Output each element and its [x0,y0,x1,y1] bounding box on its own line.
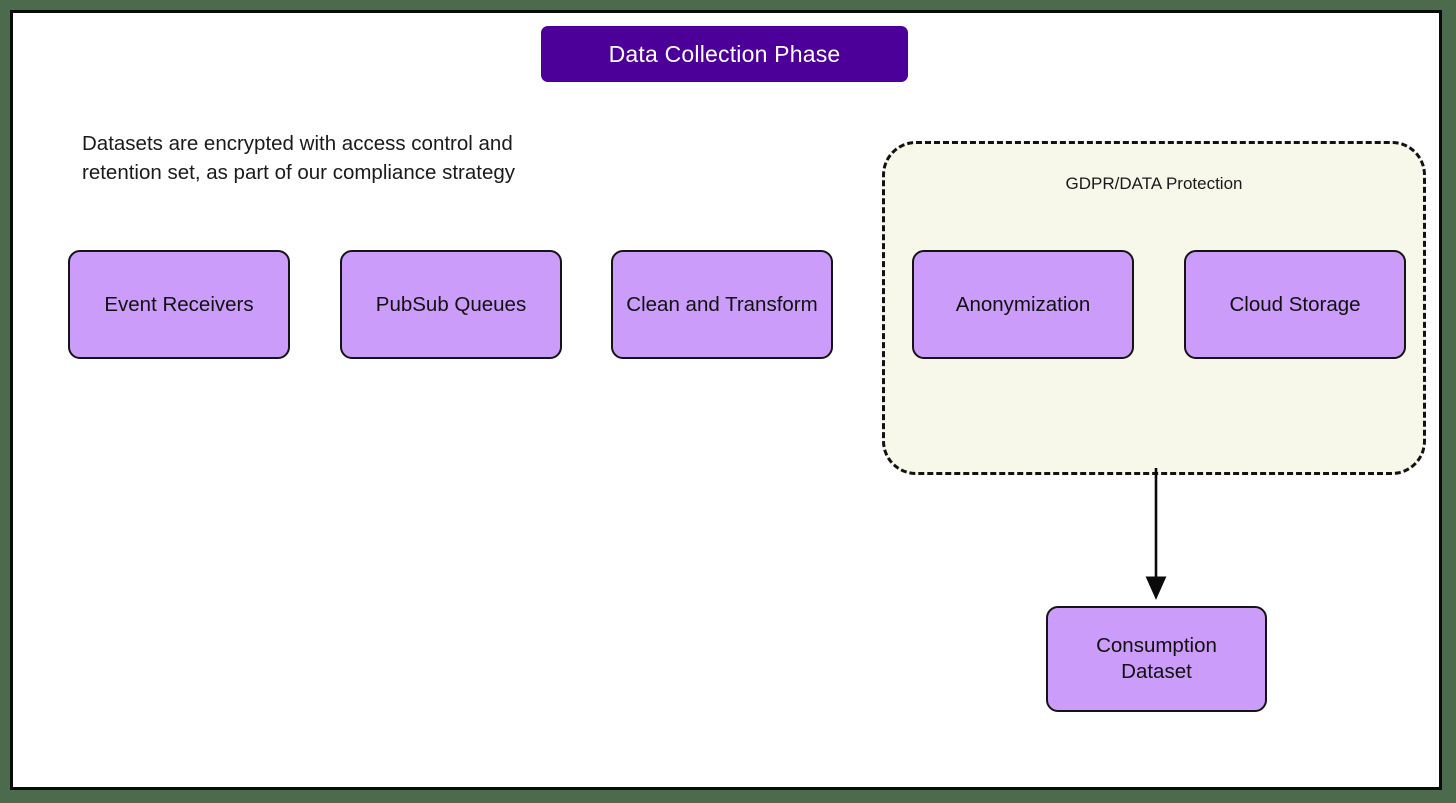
node-event-receivers[interactable]: Event Receivers [68,250,290,359]
gdpr-protection-group-label: GDPR/DATA Protection [1065,174,1243,193]
node-anonymization[interactable]: Anonymization [912,250,1134,359]
edge-gdpr-to-consumption-arrow [1145,468,1167,600]
node-clean-and-transform[interactable]: Clean and Transform [611,250,833,359]
node-pubsub-queues[interactable]: PubSub Queues [340,250,562,359]
node-cloud-storage[interactable]: Cloud Storage [1184,250,1406,359]
phase-title-banner: Data Collection Phase [541,26,908,82]
compliance-note: Datasets are encrypted with access contr… [82,132,516,184]
node-consumption-dataset[interactable]: Consumption Dataset [1046,606,1267,712]
diagram-frame: Data Collection Phase Datasets are encry… [10,10,1442,790]
phase-title-label: Data Collection Phase [608,40,841,67]
